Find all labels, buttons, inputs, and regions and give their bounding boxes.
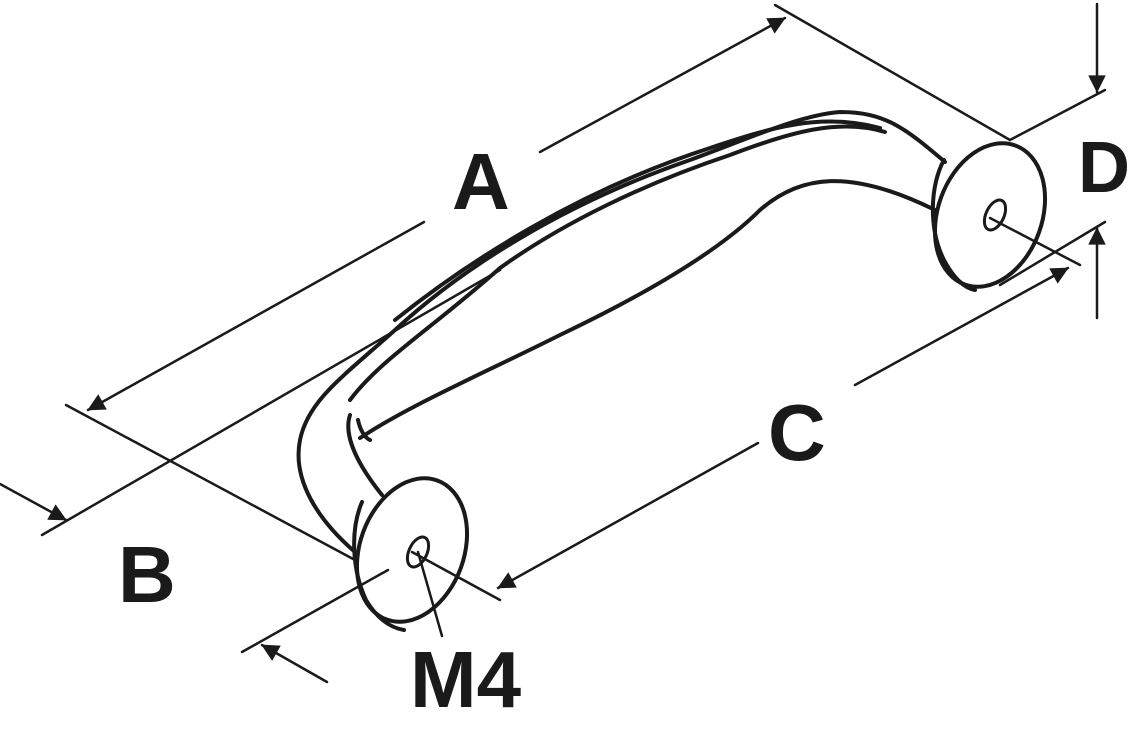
thread-size-label: M4 — [410, 635, 522, 724]
thread-leader — [416, 550, 444, 638]
extension-lines — [40, 3, 1107, 654]
right-base — [930, 141, 1048, 292]
dimension-label-b: B — [118, 530, 176, 619]
dimension-c — [496, 266, 1070, 590]
dimension-label-d: D — [1078, 128, 1130, 208]
dimension-label-c: C — [768, 388, 826, 477]
handle-body — [296, 110, 947, 554]
dimension-a — [86, 16, 787, 412]
dimension-b — [0, 482, 329, 684]
left-base — [352, 476, 470, 632]
dimension-label-a: A — [452, 137, 510, 226]
